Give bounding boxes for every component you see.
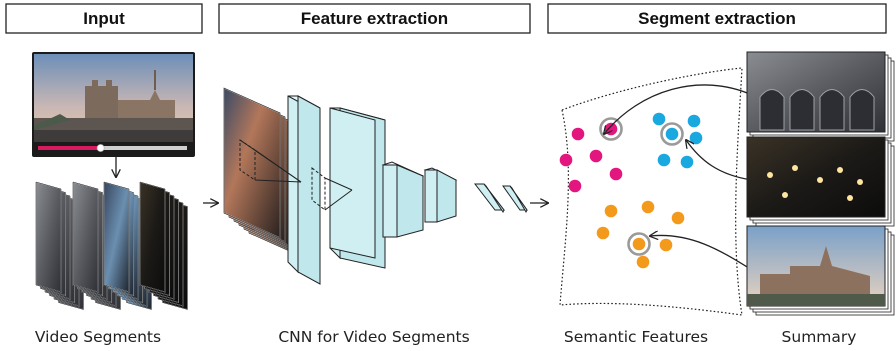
feature-dot <box>680 155 694 169</box>
segment-frame <box>35 181 62 293</box>
caption-video-segments: Video Segments <box>35 328 161 346</box>
caption-cnn: CNN for Video Segments <box>278 328 469 346</box>
feature-dot <box>571 127 585 141</box>
feature-dot <box>687 114 701 128</box>
video-progress-track <box>38 146 187 150</box>
feature-dot <box>665 127 679 141</box>
summary-keyframe <box>746 136 886 218</box>
feature-dot <box>652 112 666 126</box>
caption-semantic-features: Semantic Features <box>564 328 708 346</box>
video-progress-fill <box>38 146 101 150</box>
feature-dot <box>632 237 646 251</box>
segment-frame <box>139 181 166 293</box>
feature-dot <box>636 255 650 269</box>
feature-dot <box>657 153 671 167</box>
video-progress-knob <box>96 144 105 152</box>
header-feature-extraction-label: Feature extraction <box>301 9 448 28</box>
caption-summary: Summary <box>782 328 857 346</box>
feature-dot <box>604 122 618 136</box>
feature-dot <box>604 204 618 218</box>
segment-frame <box>72 181 99 293</box>
header-segment-extraction-label: Segment extraction <box>638 9 796 28</box>
feature-dot <box>559 153 573 167</box>
input-video-player <box>32 52 195 157</box>
header-input-label: Input <box>83 9 125 28</box>
cnn-input-frame <box>223 87 281 239</box>
video-segment-stacks <box>35 181 188 311</box>
segment-frame <box>103 181 130 293</box>
feature-dot <box>596 226 610 240</box>
feature-dot <box>641 200 655 214</box>
feature-dot <box>568 179 582 193</box>
feature-dot <box>659 238 673 252</box>
summary-to-cluster-arrows <box>604 84 753 271</box>
feature-dot <box>609 167 623 181</box>
header-segment-extraction: Segment extraction <box>547 3 887 34</box>
feature-dot <box>589 149 603 163</box>
feature-dot <box>671 211 685 225</box>
header-input: Input <box>5 3 203 34</box>
cnn-diagram <box>223 87 528 285</box>
feature-dot <box>689 131 703 145</box>
header-feature-extraction: Feature extraction <box>218 3 531 34</box>
summary-frames <box>746 51 895 316</box>
semantic-feature-space <box>559 67 743 316</box>
